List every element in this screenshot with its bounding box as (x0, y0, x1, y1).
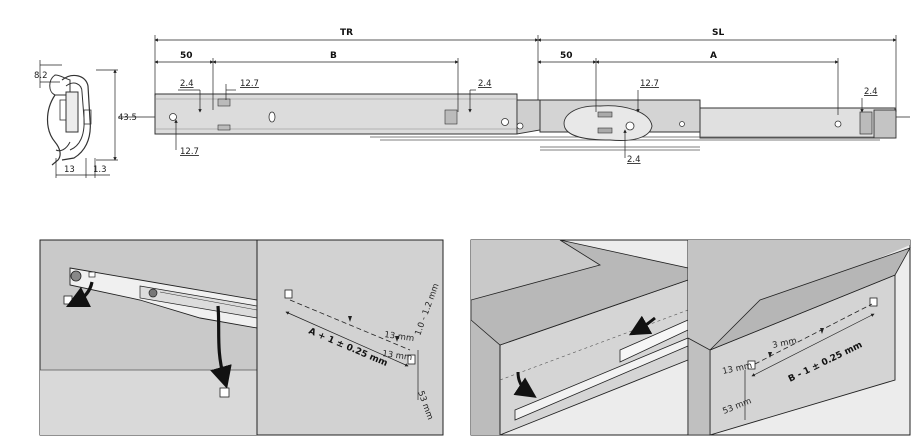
label-50-right: 50 (560, 51, 573, 61)
panel-remove-member (39, 239, 258, 436)
slide-cross-section: 8.2 13 1.3 (34, 60, 118, 178)
label-a: A (710, 51, 717, 61)
drawer-slide-side-view (154, 93, 897, 151)
release-lever (563, 105, 653, 141)
top-dimension-lines: TR SL 50 B 50 A 2.4 12.7 2.4 12.7 12.7 2… (154, 28, 897, 165)
dim-13: 13 (64, 165, 75, 175)
panel-cabinet-marking: A + 1 ± 0.25 mm 13 mm 13 mm 1.0 - 1.2 mm… (256, 239, 471, 436)
label-tr: TR (340, 28, 353, 38)
outer-rail (154, 93, 518, 135)
dim-1-3: 1.3 (93, 165, 107, 175)
dim-2-4-left: 2.4 (180, 79, 194, 89)
label-sl: SL (712, 28, 724, 38)
label-50-left: 50 (180, 51, 193, 61)
label-b: B (330, 51, 337, 61)
dim-43-5: 43.5 (118, 113, 137, 123)
panel-drawer-marking: B - 1 ± 0.25 mm 13 mm 3 mm 53 mm (687, 239, 911, 436)
dim-2-4-mid: 2.4 (478, 79, 492, 89)
dim-13mm-b: 13 mm (382, 349, 413, 363)
dim-12-7-right: 12.7 (640, 79, 659, 89)
dim-8-2: 8.2 (34, 71, 48, 81)
panel-drawer-install (470, 239, 689, 436)
dim-12-7-bottom: 12.7 (180, 147, 199, 157)
dim-2-4-lever: 2.4 (627, 155, 641, 165)
dim-13mm-a: 13 mm (384, 330, 415, 344)
dim-2-4-right: 2.4 (864, 87, 878, 97)
dim-12-7-top: 12.7 (240, 79, 259, 89)
